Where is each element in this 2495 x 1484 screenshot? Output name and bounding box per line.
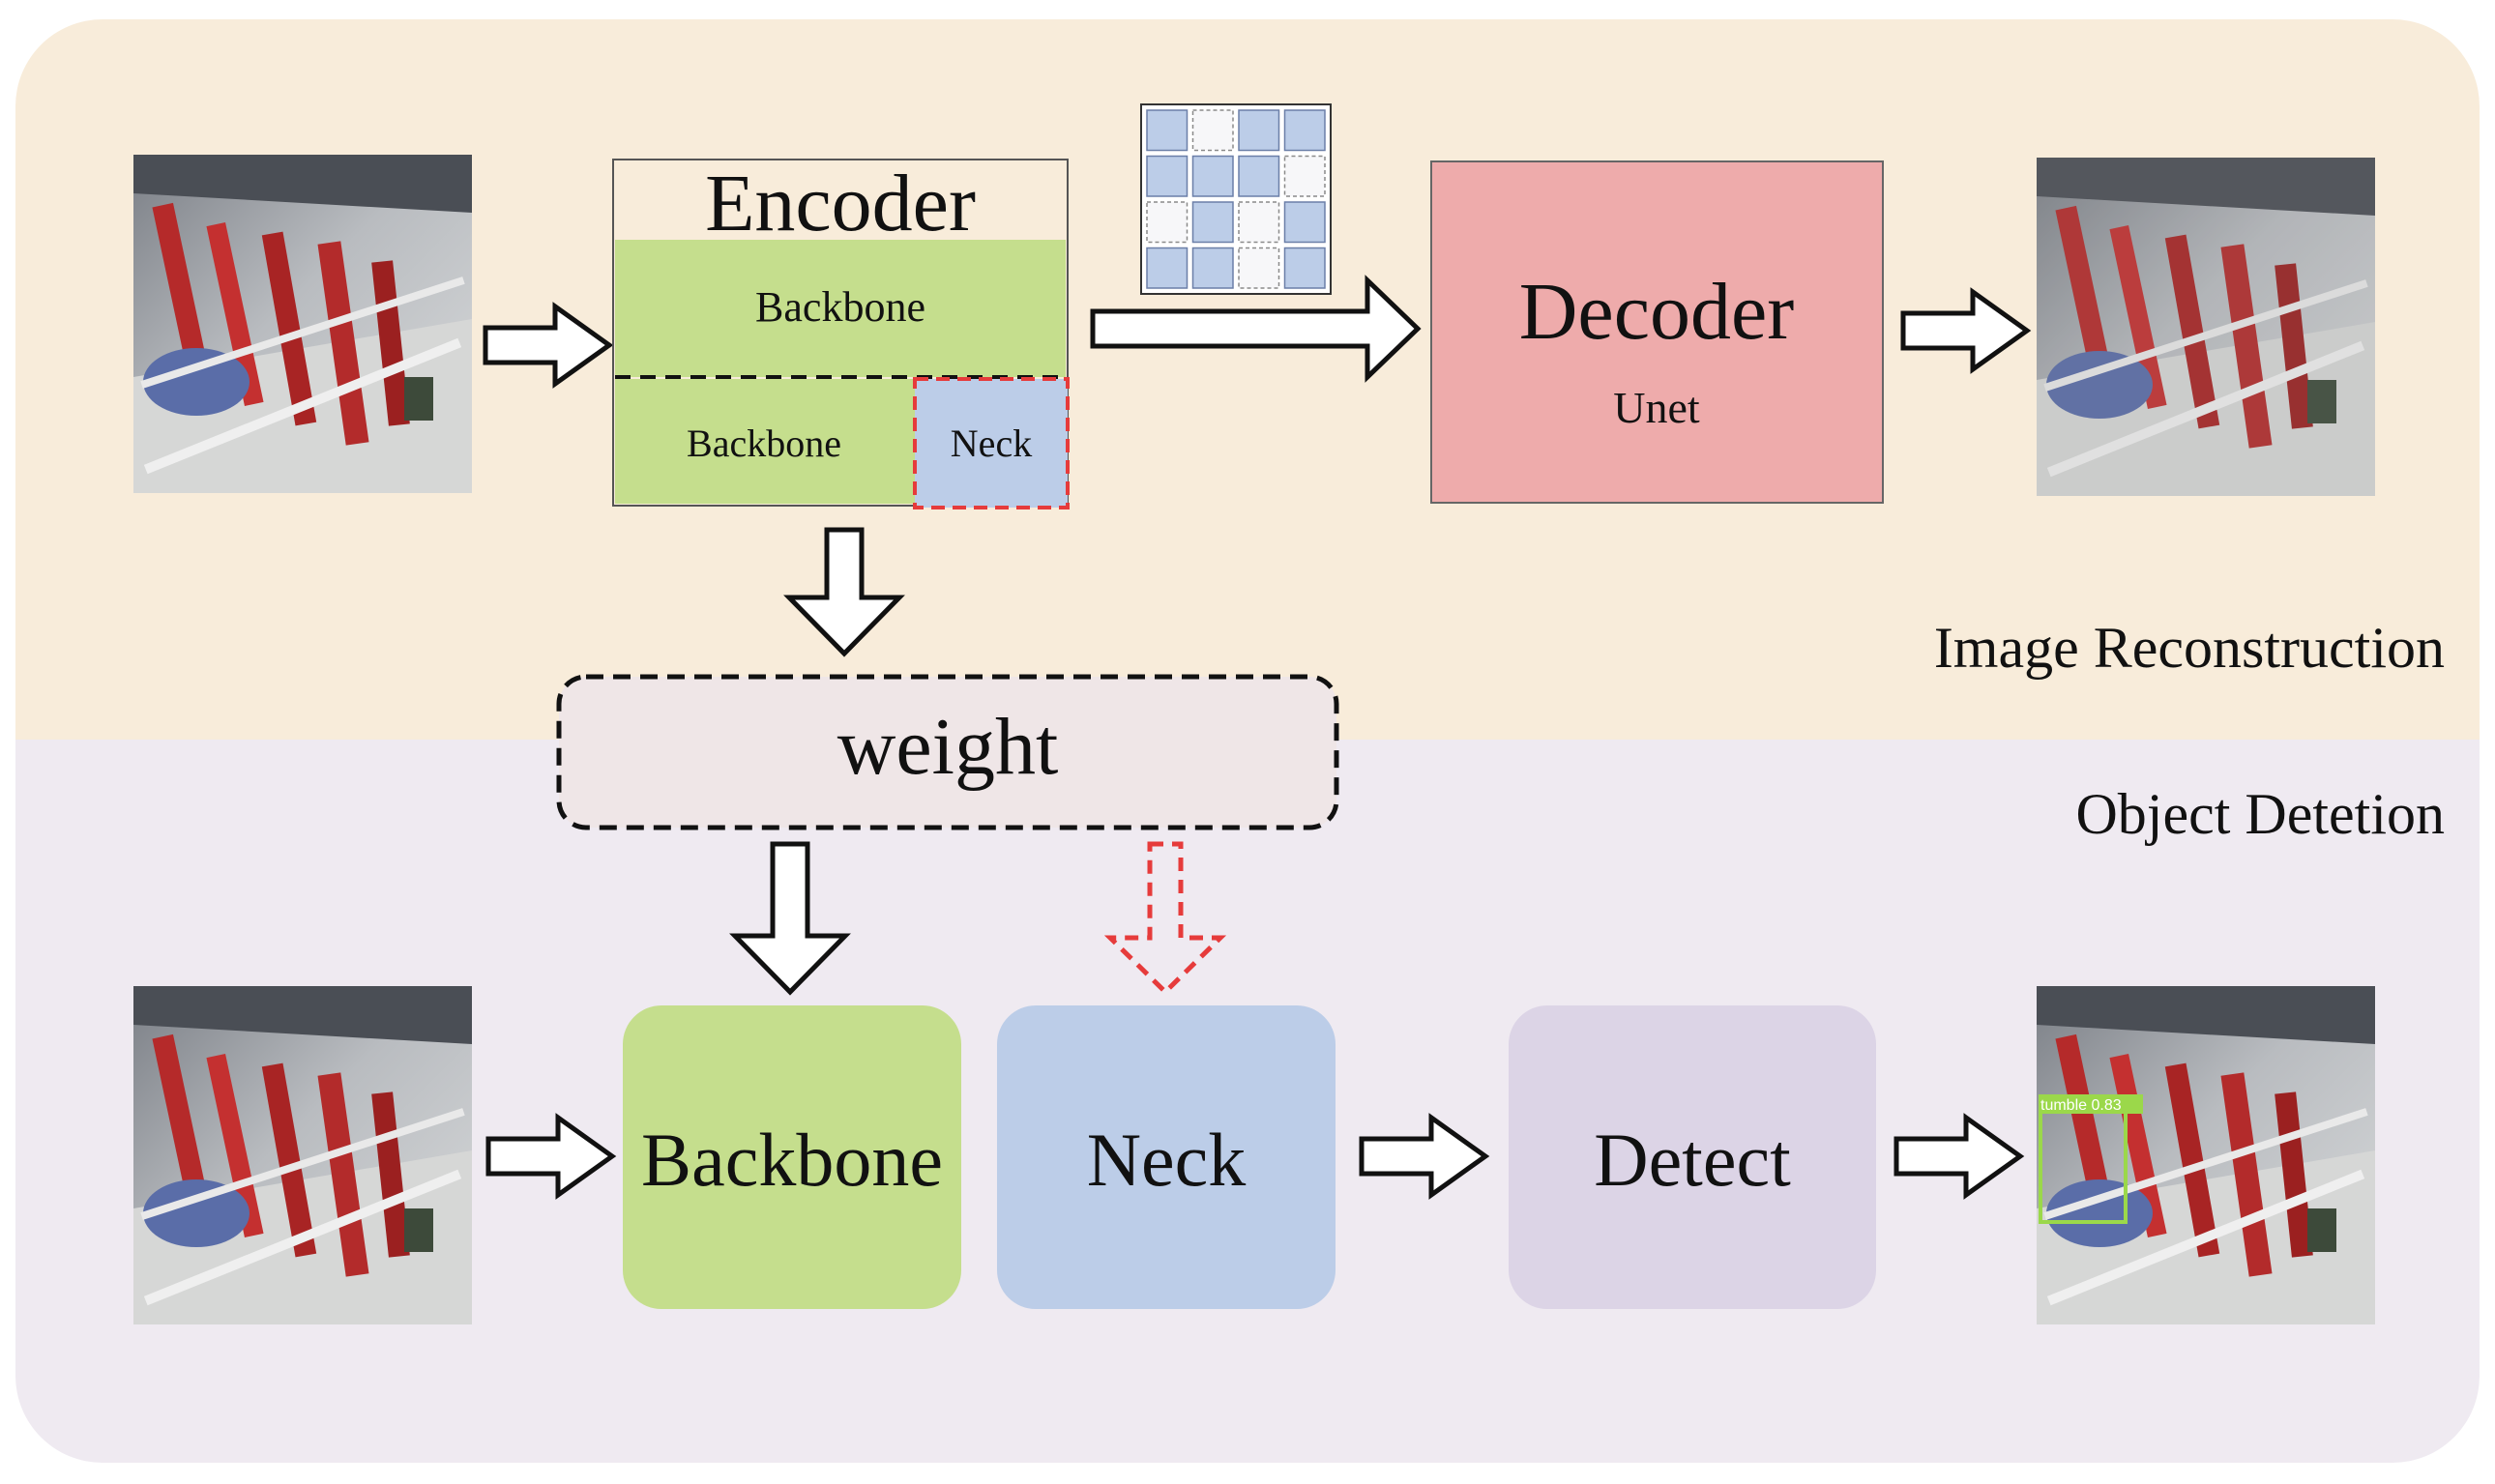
detection-box-label: tumble 0.83 <box>2040 1097 2122 1114</box>
arrow-encoder-to-decoder <box>1090 275 1422 383</box>
arrow-encoder-to-weight <box>783 527 905 657</box>
detect-label: Detect <box>1594 1118 1791 1202</box>
arrow-weight-to-neck-dashed <box>1103 841 1227 996</box>
mask-cell-visible <box>1191 247 1234 289</box>
decoder-block: Decoder Unet <box>1430 160 1884 504</box>
decoder-title: Decoder <box>1519 267 1795 357</box>
weight-label: weight <box>837 702 1059 792</box>
encoder-neck-part-label: Neck <box>951 422 1032 465</box>
mask-cell-visible <box>1191 201 1234 244</box>
reconstructed-image <box>2037 158 2375 496</box>
encoder-backbone-part <box>615 379 915 504</box>
encoder-backbone-full <box>615 240 1066 377</box>
mask-grid-icon <box>1140 103 1332 295</box>
input-image-bottom <box>133 986 472 1324</box>
section-label-reconstruction: Image Reconstruction <box>1934 616 2445 680</box>
arrow-weight-to-backbone <box>729 841 851 996</box>
detection-result-image: tumble 0.83 <box>2037 986 2375 1324</box>
weight-box: weight <box>556 674 1339 830</box>
mask-cell-visible <box>1283 109 1326 152</box>
backbone-label: Backbone <box>641 1118 943 1202</box>
mask-cell-visible <box>1146 247 1189 289</box>
mask-cell-masked <box>1191 109 1234 152</box>
mask-cell-visible <box>1283 201 1326 244</box>
mask-cell-visible <box>1191 155 1234 197</box>
encoder-title: Encoder <box>705 159 976 248</box>
backbone-block: Backbone <box>623 1005 961 1309</box>
mask-cell-visible <box>1283 247 1326 289</box>
mask-cell-masked <box>1146 201 1189 244</box>
encoder-backbone-part-label: Backbone <box>687 422 841 465</box>
mask-cell-visible <box>1146 109 1189 152</box>
mask-cell-visible <box>1146 155 1189 197</box>
encoder-neck-part <box>913 377 1070 509</box>
decoder-subtitle: Unet <box>1613 383 1700 432</box>
encoder-backbone-full-label: Backbone <box>755 283 925 331</box>
encoder-block: Encoder Backbone Backbone Neck <box>612 159 1070 509</box>
mask-cell-masked <box>1238 247 1280 289</box>
mask-cell-visible <box>1238 109 1280 152</box>
detect-block: Detect <box>1509 1005 1876 1309</box>
neck-block: Neck <box>997 1005 1336 1309</box>
mask-cell-visible <box>1238 155 1280 197</box>
mask-cell-masked <box>1238 201 1280 244</box>
mask-cell-masked <box>1283 155 1326 197</box>
section-label-detection: Object Detetion <box>2075 782 2445 846</box>
input-image-top <box>133 155 472 493</box>
neck-label: Neck <box>1087 1118 1247 1202</box>
